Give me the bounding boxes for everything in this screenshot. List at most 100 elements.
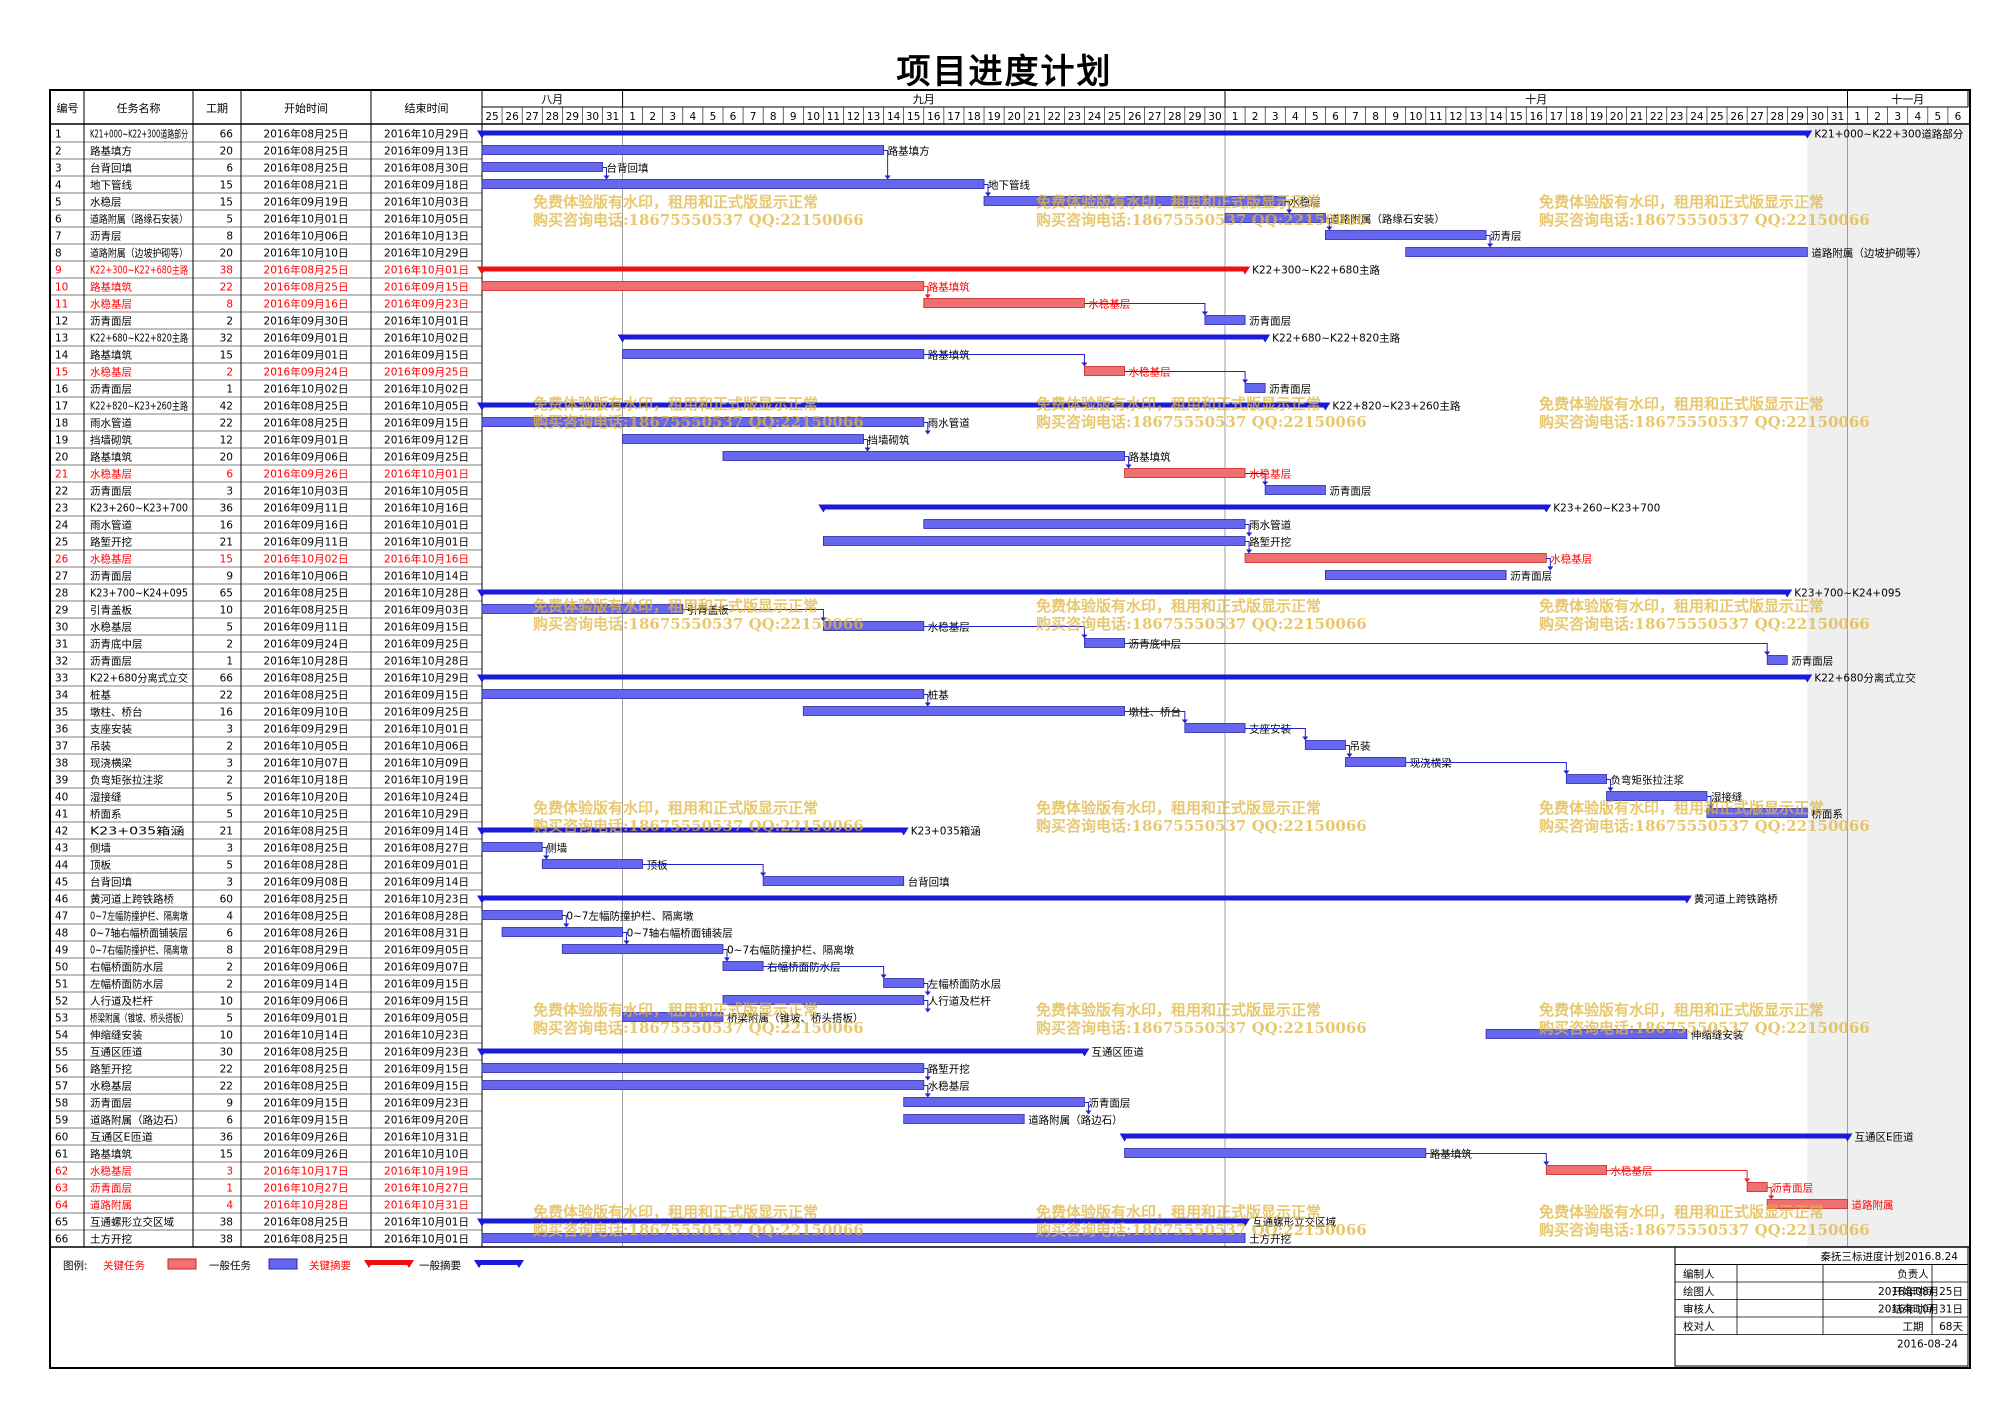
task-name: 黄河道上跨铁路桥 (90, 893, 174, 906)
day-label: 12 (847, 111, 860, 123)
task-bar[interactable] (481, 842, 543, 852)
task-id: 13 (55, 333, 68, 345)
legend-critical-summary-label: 关键摘要 (309, 1259, 351, 1272)
summary-bar[interactable] (482, 674, 1808, 680)
day-label: 29 (566, 111, 579, 123)
task-bar[interactable] (1084, 366, 1125, 376)
task-bar[interactable] (903, 1114, 1025, 1124)
task-bar[interactable] (481, 910, 563, 920)
dependency-link (1606, 1170, 1748, 1182)
task-end: 2016年10月01日 (384, 519, 469, 532)
task-bar[interactable] (622, 1012, 724, 1022)
task-bar[interactable] (561, 944, 724, 954)
task-bar[interactable] (481, 689, 925, 699)
task-end: 2016年10月31日 (384, 1131, 469, 1144)
info-end-label: 结束时间 (1892, 1303, 1934, 1316)
task-bar[interactable] (722, 995, 925, 1005)
dependency-arrow (1547, 566, 1554, 571)
legend-critical-summary-marker (404, 1260, 414, 1268)
task-bar[interactable] (722, 961, 764, 971)
task-bar[interactable] (481, 1063, 925, 1073)
task-end: 2016年09月05日 (384, 1012, 469, 1025)
task-start: 2016年10月20日 (264, 791, 349, 804)
summary-bar[interactable] (482, 1048, 1085, 1054)
task-bar[interactable] (762, 876, 905, 886)
task-bar[interactable] (481, 162, 603, 172)
task-end: 2016年10月06日 (384, 740, 469, 753)
task-bar[interactable] (883, 978, 925, 988)
day-label: 11 (1429, 111, 1442, 123)
summary-bar[interactable] (482, 266, 1246, 272)
task-bar[interactable] (622, 349, 925, 359)
day-label: 25 (485, 111, 498, 123)
task-bar[interactable] (1084, 638, 1125, 648)
summary-start-marker (477, 827, 487, 836)
task-bar[interactable] (1184, 723, 1246, 733)
task-start: 2016年09月16日 (264, 519, 349, 532)
watermark-line2: 购买咨询电话:18675550537 QQ:22150066 (1539, 817, 1870, 835)
task-bar[interactable] (722, 451, 1125, 461)
summary-bar[interactable] (622, 334, 1266, 340)
task-bar[interactable] (1264, 485, 1326, 495)
task-bar[interactable] (501, 927, 623, 937)
task-duration: 6 (226, 163, 233, 175)
summary-bar[interactable] (482, 402, 1326, 408)
summary-bar[interactable] (482, 130, 1808, 136)
task-bar[interactable] (822, 621, 925, 631)
dependency-arrow (1286, 209, 1293, 214)
task-bar[interactable] (1244, 383, 1266, 393)
task-bar[interactable] (481, 281, 925, 291)
task-bar[interactable] (1565, 774, 1607, 784)
task-bar[interactable] (903, 1097, 1085, 1107)
task-bar[interactable] (481, 1080, 925, 1090)
task-name: 雨水管道 (90, 519, 132, 532)
legend-critical-task-label: 关键任务 (103, 1259, 145, 1272)
task-bar[interactable] (1746, 1182, 1768, 1192)
task-bar[interactable] (481, 179, 985, 189)
task-id: 45 (55, 877, 68, 889)
summary-bar[interactable] (1124, 1133, 1848, 1139)
task-bar[interactable] (541, 859, 644, 869)
summary-bar[interactable] (823, 504, 1547, 510)
task-bar[interactable] (1124, 468, 1246, 478)
task-bar[interactable] (1405, 247, 1808, 257)
task-bar[interactable] (923, 519, 1246, 529)
summary-bar[interactable] (482, 895, 1687, 901)
dependency-arrow (924, 1076, 931, 1081)
task-id: 39 (55, 775, 68, 787)
task-bar[interactable] (1304, 740, 1346, 750)
task-id: 50 (55, 962, 68, 974)
day-label: 2 (1252, 111, 1259, 123)
task-bar[interactable] (1485, 1029, 1688, 1039)
task-bar[interactable] (822, 536, 1246, 546)
summary-bar[interactable] (482, 589, 1788, 595)
task-bar[interactable] (1706, 808, 1808, 818)
task-bar[interactable] (1345, 757, 1407, 767)
legend-critical-summary-swatch (369, 1260, 409, 1265)
task-bar[interactable] (622, 434, 864, 444)
task-bar[interactable] (1124, 1148, 1427, 1158)
task-name: 沥青面层 (90, 655, 132, 668)
task-duration: 20 (220, 146, 233, 158)
task-bar[interactable] (481, 145, 885, 155)
task-bar[interactable] (1244, 553, 1547, 563)
task-bar[interactable] (1325, 570, 1507, 580)
summary-bar[interactable] (482, 827, 904, 833)
dependency-arrow (1246, 532, 1253, 537)
task-name: 互通区匝道 (90, 1046, 143, 1059)
dependency-link (763, 966, 885, 978)
task-bar[interactable] (1766, 1199, 1848, 1209)
task-bar[interactable] (802, 706, 1125, 716)
task-bar[interactable] (1766, 655, 1788, 665)
task-bar[interactable] (1204, 315, 1246, 325)
summary-bar[interactable] (482, 1218, 1246, 1224)
task-bar[interactable] (1325, 230, 1487, 240)
task-bar[interactable] (923, 298, 1085, 308)
task-bar[interactable] (481, 1233, 1246, 1243)
task-bar[interactable] (1545, 1165, 1607, 1175)
task-name: 水稳基层 (90, 298, 132, 311)
column-header-id: 编号 (57, 101, 79, 115)
task-id: 1 (55, 129, 62, 141)
dependency-link (923, 1068, 929, 1080)
